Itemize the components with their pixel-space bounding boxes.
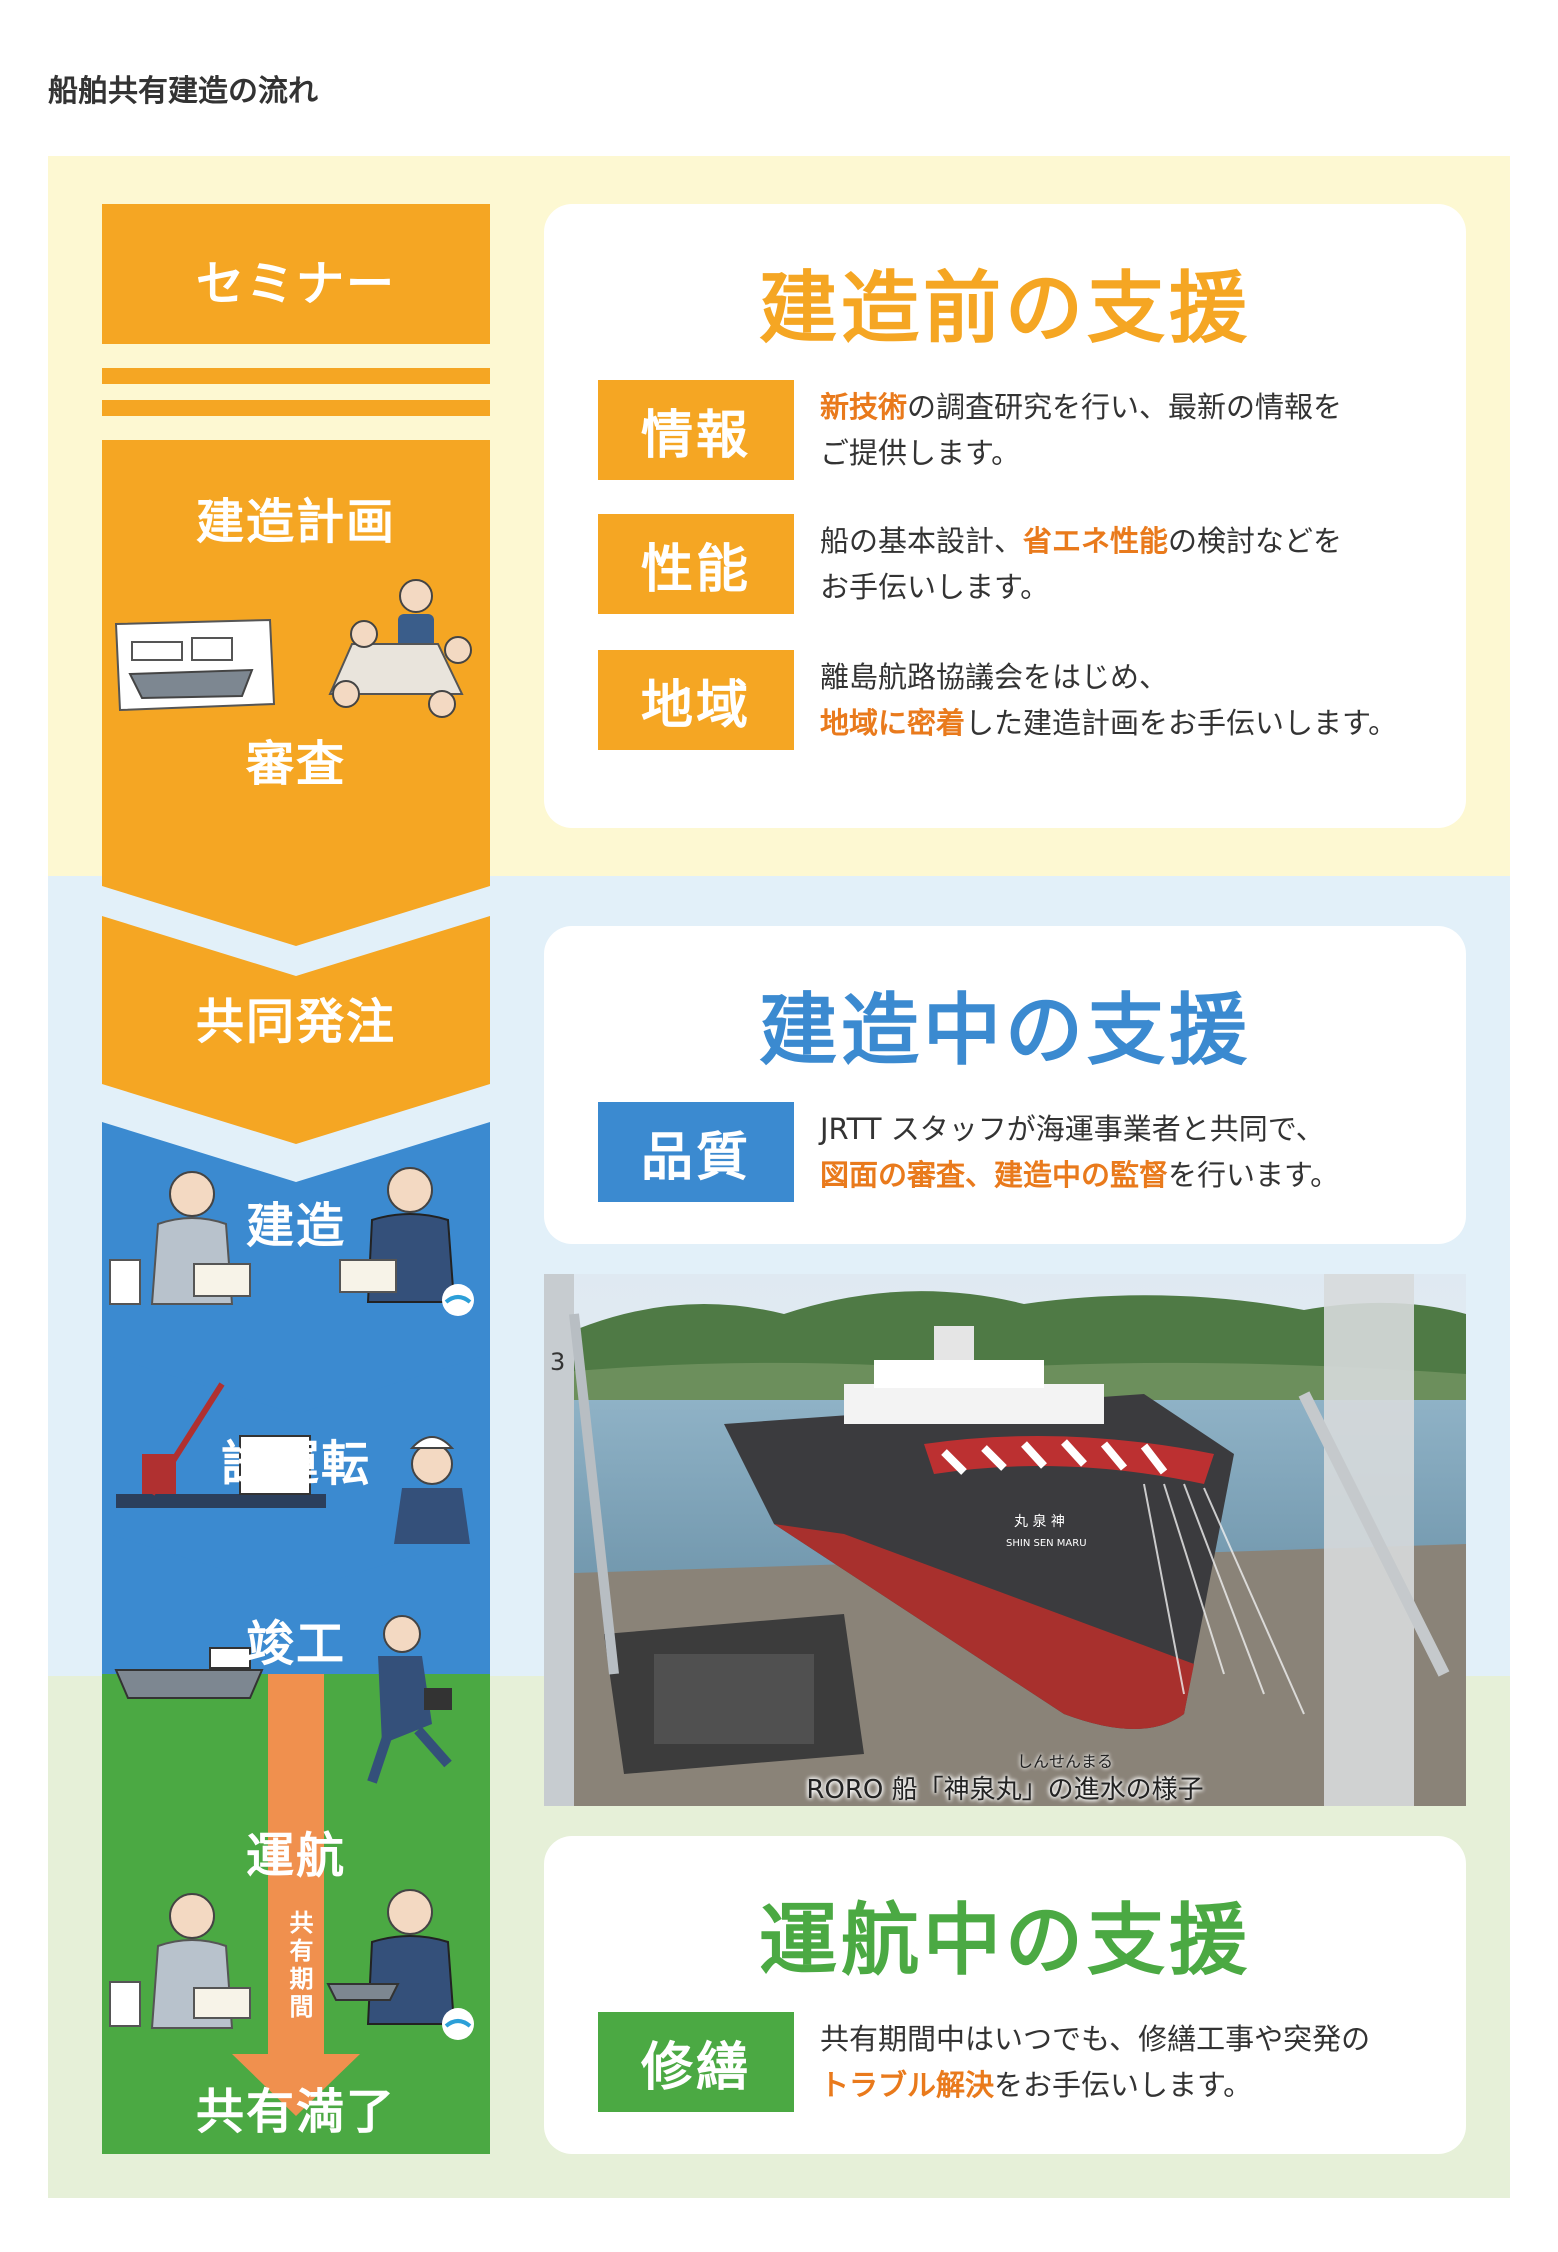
step-order: 共同発注 (195, 994, 396, 1050)
order-block (102, 916, 490, 1144)
hull-name: 丸 泉 神 (1014, 1513, 1065, 1530)
photo-ruby: しんせんまる (1016, 1752, 1113, 1771)
hull-sub: SHIN SEN MARU (1006, 1538, 1087, 1549)
desc-quality: JRTT スタッフが海運事業者と共同で、図面の審査、建造中の監督を行います。 (820, 1112, 1340, 1192)
page-title: 船舶共有建造の流れ (48, 74, 318, 109)
runner-illustration (367, 1615, 452, 1784)
period-label: 共有期間 (285, 1910, 313, 2022)
tag-region: 地域 (598, 650, 794, 750)
step-end: 共有満了 (195, 2084, 396, 2140)
flow-column: セミナー 建造計画 審査 共同発注 建造 試運転 竣工 運航 共有期間 共有満了 (102, 204, 490, 2154)
tag-info: 情報 (598, 380, 794, 480)
construction-illustration (116, 1382, 470, 1544)
launch-photo: 丸 泉 神 SHIN SEN MARU 3 しんせんまる RORO 船「神泉丸」… (544, 1274, 1466, 1806)
ship-illustration (114, 1647, 264, 1699)
photo-caption: RORO 船「神泉丸」の進水の様子 (806, 1775, 1204, 1805)
stripe-2 (102, 400, 490, 416)
seminar-block (102, 204, 490, 344)
pre-support-title: 建造前の支援 (758, 264, 1251, 354)
during-support-title: 建造中の支援 (758, 986, 1251, 1076)
step-complete: 竣工 (245, 1616, 346, 1672)
blueprint-illustration (114, 618, 276, 712)
step-trial: 試運転 (220, 1436, 371, 1492)
tag-performance: 性能 (598, 514, 794, 614)
desc-info: 新技術の調査研究を行い、最新の情報をご提供します。 (820, 390, 1343, 470)
flow-panel: セミナー 建造計画 審査 共同発注 建造 試運転 竣工 運航 共有期間 共有満了… (48, 156, 1510, 2198)
step-build: 建造 (245, 1198, 346, 1254)
during-support-card: 建造中の支援 品質 JRTT スタッフが海運事業者と共同で、図面の審査、建造中の… (544, 926, 1466, 1244)
crane-number: 3 (550, 1348, 565, 1376)
launch-photo-illustration: 丸 泉 神 SHIN SEN MARU 3 (544, 1274, 1466, 1806)
meeting-illustration (328, 579, 472, 718)
plan-review-block (102, 440, 490, 946)
period-arrow-shaft (268, 1674, 324, 2064)
flow-shapes (102, 204, 490, 2154)
step-review: 審査 (245, 736, 346, 792)
operation-people-illustration (109, 1889, 474, 2040)
pre-support-card: 建造前の支援 情報 新技術の調査研究を行い、最新の情報をご提供します。 性能 船… (544, 204, 1466, 828)
desc-repair: 共有期間中はいつでも、修繕工事や突発のトラブル解決をお手伝いします。 (820, 2022, 1371, 2102)
order-people-illustration (109, 1167, 474, 1316)
desc-region: 離島航路協議会をはじめ、地域に密着した建造計画をお手伝いします。 (820, 660, 1398, 740)
desc-performance: 船の基本設計、省エネ性能の検討などをお手伝いします。 (820, 524, 1343, 604)
step-operate: 運航 (245, 1828, 346, 1884)
tag-repair: 修繕 (598, 2012, 794, 2112)
step-seminar: セミナー (195, 256, 396, 312)
step-plan: 建造計画 (195, 494, 396, 550)
stripe-1 (102, 368, 490, 384)
operation-support-card: 運航中の支援 修繕 共有期間中はいつでも、修繕工事や突発のトラブル解決をお手伝い… (544, 1836, 1466, 2154)
tag-quality: 品質 (598, 1102, 794, 1202)
operation-support-title: 運航中の支援 (758, 1896, 1251, 1986)
period-arrow-head (232, 2054, 360, 2116)
